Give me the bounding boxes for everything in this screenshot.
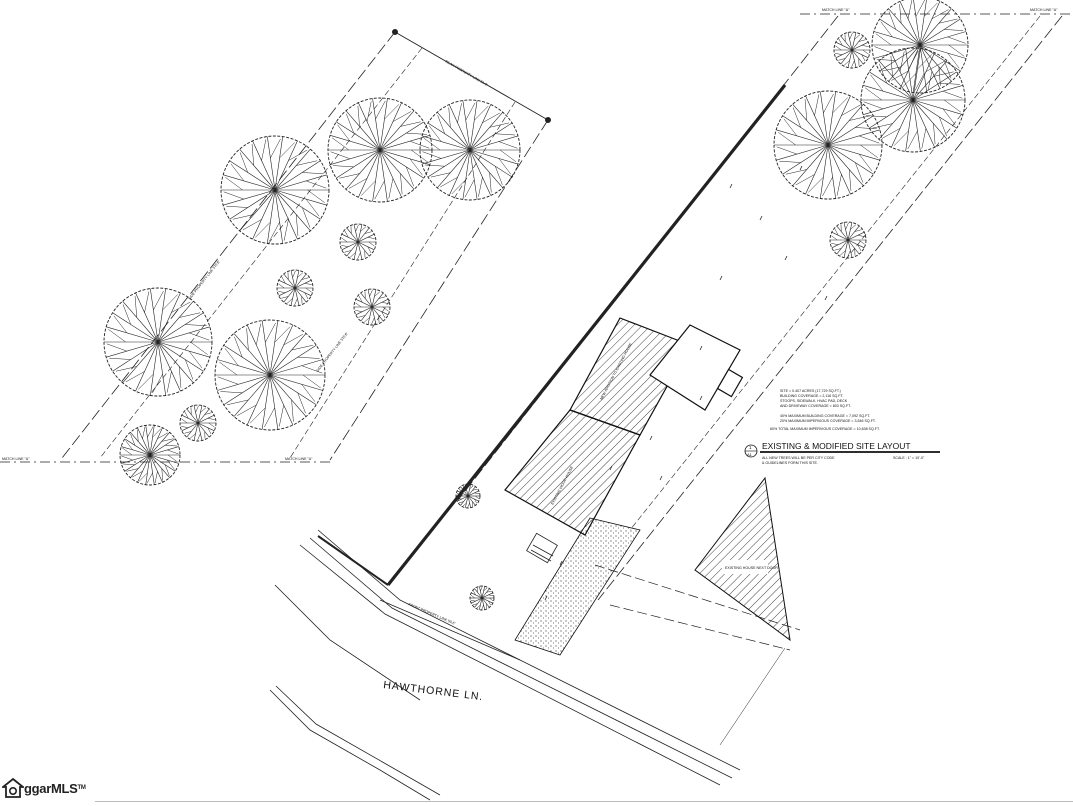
site-note: 20% MAXIMUM IMPERVIOUS COVERAGE = 3,546 … <box>780 419 876 423</box>
lawn-mark <box>759 215 763 221</box>
tree-icon <box>419 99 521 201</box>
tree-icon <box>103 287 213 397</box>
rear-property-line-label: REAR PROPERTY LINE 51.6' <box>445 59 489 87</box>
lawn-mark <box>729 183 733 189</box>
tree-icon <box>469 585 495 611</box>
site-note: BUILDING COVERAGE = 2,116 SQ.FT. <box>780 394 844 398</box>
drawing-scale: SCALE : 1" = 10'-0" <box>893 456 925 460</box>
match-line-label-2: MATCH LINE "A" <box>285 457 313 461</box>
tree-note-line-1: ALL NEW TREES WILL BE PER CITY CODE <box>762 456 835 460</box>
front-stoop <box>526 532 558 564</box>
site-note: SITE = 0.407 ACRES (17,729 SQ.FT.) <box>780 389 841 393</box>
site-note: 40% MAXIMUM BUILDING COVERAGE = 7,092 SQ… <box>780 414 870 418</box>
tree-icon <box>327 97 433 203</box>
lawn-mark <box>544 595 548 601</box>
tree-icon <box>119 424 181 486</box>
street-name: HAWTHORNE LN. <box>383 679 484 703</box>
front-lot-section <box>317 13 1073 746</box>
tree-icon <box>773 90 883 200</box>
lawn-mark <box>659 475 663 481</box>
lawn-mark <box>784 255 788 261</box>
lawn-mark <box>609 465 613 471</box>
existing-house-next-door-label: EXISTING HOUSE NEXT DOOR <box>725 566 778 570</box>
drawing-sheet: A1 <box>747 452 753 457</box>
drawing-number: 1 <box>749 445 752 450</box>
lawn-mark <box>699 395 703 401</box>
tree-icon <box>455 483 481 509</box>
tree-icon <box>339 223 377 261</box>
tree-note-line-2: & GUIDELINES FORM THIS SITE. <box>762 461 818 465</box>
rear-lot-section <box>0 29 551 463</box>
lawn-mark <box>649 435 653 441</box>
site-note: 60% TOTAL MAXIMUM IMPERVIOUS COVERAGE = … <box>770 427 880 431</box>
side-property-line-left-label: SIDE PROPERTY LINE 370.8' <box>188 260 221 301</box>
side-property-line-right-label: SIDE PROPERTY LINE 370.8' <box>316 332 349 373</box>
lawn-mark <box>799 165 803 171</box>
mls-logo-tm: TM <box>77 785 86 791</box>
tree-icon <box>829 221 867 259</box>
tree-icon <box>276 269 314 307</box>
lawn-mark <box>559 560 563 566</box>
site-note: AND DRIVEWAY COVERAGE = 803 SQ.FT. <box>780 404 851 408</box>
match-line-label-3: MATCH LINE "A" <box>822 8 850 12</box>
site-notes: SITE = 0.407 ACRES (17,729 SQ.FT.) BUILD… <box>770 389 880 431</box>
tree-icon <box>353 288 391 326</box>
rear-lot-trees <box>103 97 521 486</box>
tree-icon <box>214 319 326 431</box>
lawn-mark <box>719 275 723 281</box>
tree-icon <box>220 135 330 245</box>
drawing-title: EXISTING & MODIFIED SITE LAYOUT <box>762 441 911 451</box>
house-logo-icon <box>2 777 24 798</box>
lawn-mark <box>699 345 703 351</box>
tree-icon <box>833 31 871 69</box>
lawn-marks <box>544 165 828 601</box>
drawing-title-block: 1 A1 EXISTING & MODIFIED SITE LAYOUT SCA… <box>744 441 940 465</box>
building-footprints <box>504 317 791 656</box>
match-line-label-1: MATCH LINE "A" <box>2 457 30 461</box>
lawn-mark <box>824 295 828 301</box>
front-lot-trees <box>455 0 969 611</box>
footer-divider <box>95 801 1073 802</box>
mls-logo: ggarMLS TM <box>2 776 86 800</box>
tree-icon <box>179 404 217 442</box>
match-line-label-4: MATCH LINE "A" <box>1030 8 1058 12</box>
street-curbs <box>269 529 741 801</box>
site-note: STOOPS, SIDEWALK, HVAC PAD, DECK <box>780 399 848 403</box>
mls-logo-text: ggarMLS <box>24 780 78 796</box>
